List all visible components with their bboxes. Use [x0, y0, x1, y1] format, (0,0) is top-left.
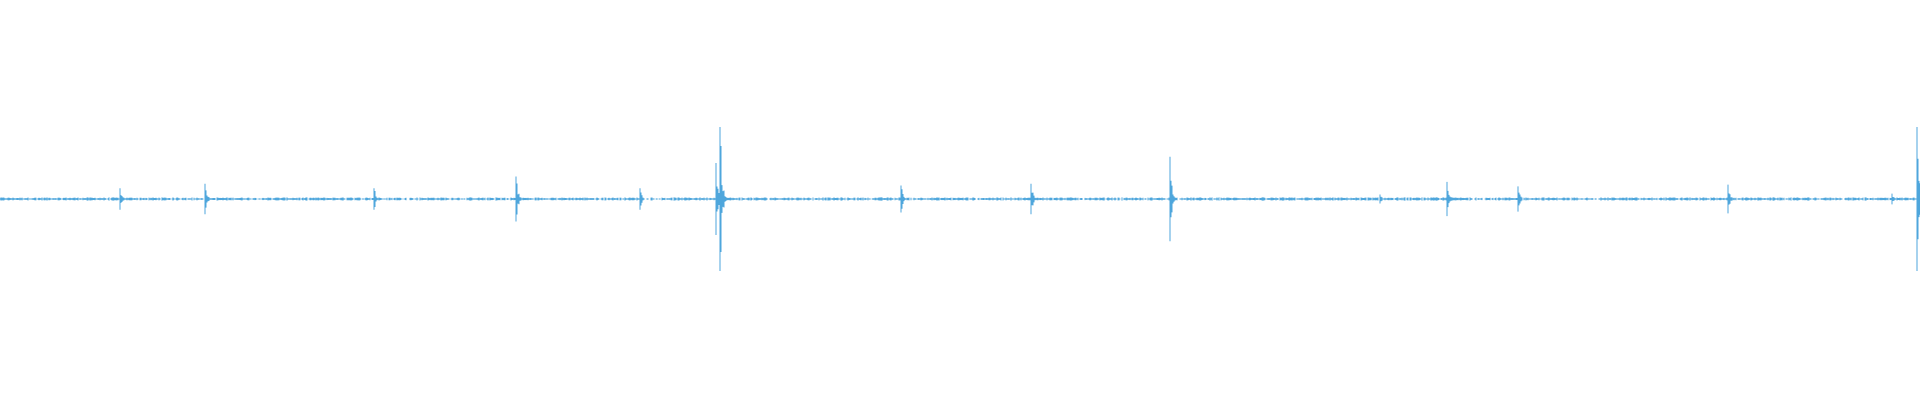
waveform-spike — [1169, 156, 1177, 242]
waveform-spike — [1517, 186, 1523, 212]
waveform-spike — [119, 188, 125, 210]
waveform-spike — [1379, 194, 1383, 204]
waveform-spike — [204, 183, 210, 215]
waveform-spike — [373, 188, 378, 210]
waveform-spike — [900, 185, 906, 213]
waveform-spike — [1891, 193, 1895, 205]
waveform-spike — [1916, 127, 1920, 271]
waveform-baseline — [0, 197, 1920, 201]
waveform-spike — [719, 127, 727, 271]
waveform-spike — [1446, 181, 1453, 217]
waveform-spike — [1030, 183, 1037, 215]
waveform-spike — [515, 176, 522, 222]
waveform-spike — [1727, 184, 1733, 214]
waveform-spike — [639, 188, 645, 210]
